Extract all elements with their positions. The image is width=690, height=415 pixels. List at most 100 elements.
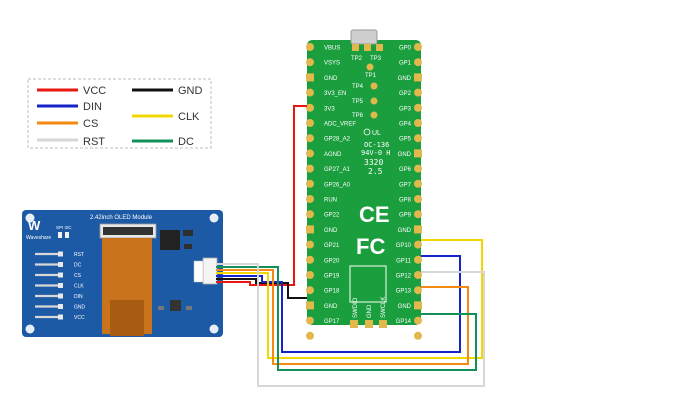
- pico-left-pin-label: VSYS: [324, 61, 340, 67]
- pico-right-pad: [414, 271, 422, 279]
- wire-cs: [216, 269, 469, 365]
- wire-rst: [216, 263, 485, 387]
- pico-left-pin-label: ADC_VREF: [324, 122, 356, 128]
- pico-left-pad: [306, 255, 314, 264]
- pico-right-pin-label: GND: [398, 76, 412, 82]
- wire-dc: [216, 266, 477, 371]
- pico-left-pad: [306, 240, 314, 249]
- pico-right-pin-label: GP6: [399, 167, 412, 173]
- pico-right-pin-label: GP7: [399, 182, 412, 188]
- mount-hole: [209, 213, 219, 223]
- pico-right-pin-label: GP12: [396, 274, 412, 280]
- pico-left-pin-label: GND: [324, 304, 338, 310]
- pico-right-pin-label: GP5: [399, 137, 412, 143]
- oled-pin-label: GND: [74, 305, 86, 311]
- tp3-label: TP3: [370, 56, 382, 62]
- pico-left-pin-label: GP26_A0: [324, 182, 351, 188]
- pico-left-pad: [306, 103, 314, 112]
- pico-right-pin-label: GP15: [396, 334, 412, 340]
- pico-left-pad: [306, 134, 314, 143]
- pico-right-pad: [414, 73, 422, 82]
- pico-left-pin-label: GP20: [324, 258, 340, 264]
- pico-right-pad: [414, 58, 422, 67]
- pico-left-pad: [306, 316, 314, 325]
- pico-left-labels: VBUSVSYSGND3V3_EN3V3ADC_VREFGP28_A2AGNDG…: [324, 46, 356, 341]
- oled-header-pad: [58, 251, 63, 257]
- tp6-label: TP6: [352, 113, 364, 119]
- pico-left-pad: [306, 43, 314, 51]
- wire-clk: [216, 239, 483, 359]
- oled-pin-label: CS: [74, 273, 82, 279]
- usb-connector: [350, 29, 378, 45]
- oled-header-pad: [58, 304, 63, 309]
- pico-right-pad: [414, 331, 422, 340]
- pico-right-pad: [414, 301, 422, 310]
- pico-left-pin-label: GP18: [324, 289, 340, 295]
- legend-cs-label: CS: [83, 118, 98, 130]
- pico-left-pad: [306, 73, 314, 82]
- oled-header-pad: [58, 272, 63, 278]
- pico-left-pin-label: GP22: [324, 213, 340, 219]
- pico-right-pin-label: GP13: [396, 289, 412, 295]
- components: [158, 230, 193, 311]
- debug-gnd-label: GND: [367, 304, 373, 318]
- swdio-label: SWDIO: [353, 297, 359, 318]
- pico-left-pad: [306, 164, 314, 173]
- oled-pin-label: VCC: [74, 315, 85, 321]
- pico-right-pad: [414, 179, 422, 188]
- pico-left-pad: [306, 179, 314, 188]
- pico-right-pin-label: GP11: [396, 258, 412, 264]
- pico-board: VBUSVSYSGND3V3_EN3V3ADC_VREFGP28_A2AGNDG…: [306, 29, 422, 341]
- pico-left-pin-label: GP28_A2: [324, 137, 351, 143]
- pico-left-pad: [306, 225, 314, 234]
- oled-header-pad: [58, 262, 63, 267]
- oled-title: 2.42inch OLED Module: [90, 215, 153, 221]
- pico-right-pin-label: GND: [398, 304, 412, 310]
- pico-right-pad: [414, 240, 422, 249]
- pico-right-pad: [414, 316, 422, 325]
- pico-left-pad: [306, 331, 314, 340]
- pico-right-pad: [414, 286, 422, 295]
- pico-left-pin-label: GP16: [324, 334, 340, 340]
- pico-left-pin-label: GP17: [324, 319, 340, 325]
- brand-label: Waveshare: [26, 235, 51, 241]
- pico-left-pads: [306, 43, 314, 340]
- pico-right-pad: [414, 119, 422, 127]
- pico-right-pads: [414, 43, 422, 340]
- legend: VCC GND DIN CLK CS DC RST: [27, 78, 212, 149]
- wire-vcc: [216, 105, 307, 286]
- pico-right-pin-label: GND: [398, 228, 412, 234]
- wires: [216, 105, 485, 387]
- legend-vcc-label: VCC: [83, 85, 106, 97]
- ce-mark: CE: [359, 202, 390, 227]
- pico-right-pin-label: GP14: [396, 319, 412, 325]
- pico-right-pin-label: GP1: [399, 61, 412, 67]
- tp4-label: TP4: [352, 84, 364, 90]
- code-mark: 3320: [364, 158, 383, 167]
- pico-right-pin-label: GND: [398, 152, 412, 158]
- pico-left-pin-label: GND: [324, 76, 338, 82]
- oled-pin-label: DIN: [74, 294, 83, 300]
- oled-module: W Waveshare 2.42inch OLED Module SPI I2C…: [22, 210, 223, 337]
- oc-mark: OC-136: [364, 141, 389, 149]
- pico-right-pad: [414, 210, 422, 219]
- oled-header-pad: [58, 314, 63, 320]
- pico-left-pin-label: GP19: [324, 274, 340, 280]
- test-points: TP2 TP3 TP1 TP4 TP5 TP6: [351, 44, 383, 119]
- pico-right-pin-label: GP3: [399, 106, 412, 112]
- tp1-label: TP1: [365, 73, 377, 79]
- pico-right-pin-label: GP9: [399, 213, 412, 219]
- pico-left-pad: [306, 88, 314, 97]
- fc-mark: FC: [356, 234, 385, 259]
- pico-right-pad: [414, 134, 422, 143]
- mount-hole: [25, 324, 35, 334]
- flex-cable: [99, 223, 157, 336]
- waveshare-logo: W Waveshare: [26, 218, 51, 241]
- pico-left-pad: [306, 149, 314, 158]
- rating-mark: 94V-0 H: [361, 149, 391, 157]
- tp5-label: TP5: [352, 99, 364, 105]
- pico-left-pad: [306, 286, 314, 295]
- debug-header: SWDIO GND SWCLK: [350, 297, 387, 328]
- oled-header-pad: [58, 283, 63, 288]
